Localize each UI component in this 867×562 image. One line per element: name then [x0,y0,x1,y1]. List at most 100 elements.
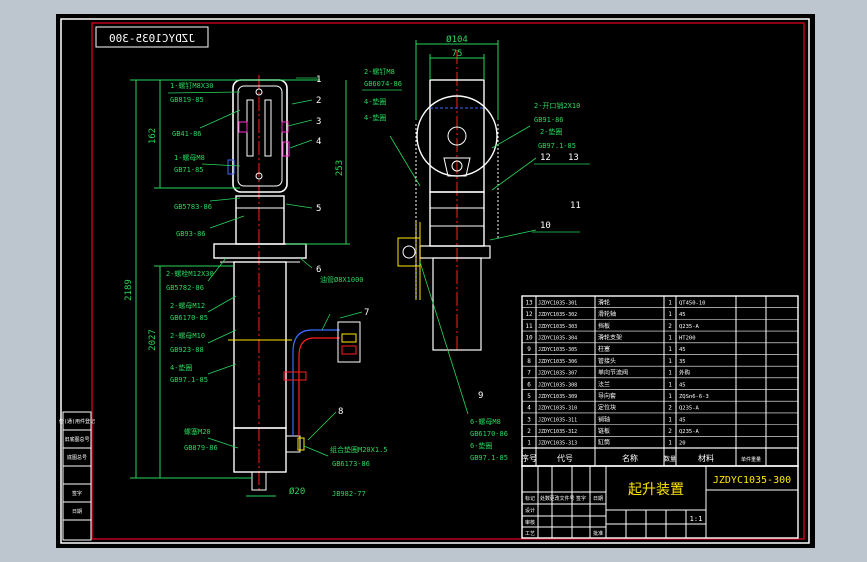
callout-5: 5 [316,204,321,214]
right-view-pulley[interactable]: Ø104 75 2-螺钉M8 GB6074-86 4-垫圈 4-垫圈 2-开口销… [362,34,590,462]
parts-row-material: Q235-A [679,406,700,412]
left-ref-1: GB41-86 [172,130,202,138]
drawing-number: JZDYC1035-300 [713,475,791,486]
callout-8: 8 [338,407,343,417]
footer-cell-8: 批准 [593,530,603,537]
parts-header-name: 名称 [622,453,638,463]
parts-row-material: 45 [679,347,686,353]
footer-cell-1: 处数 [540,495,550,502]
parts-row-code: JZDYC1035-307 [538,371,577,377]
callout-4: 4 [316,137,321,147]
parts-row-qty: 2 [668,428,672,435]
parts-row-index: 5 [527,393,531,400]
parts-row-index: 11 [525,323,533,330]
scale-value: 1:1 [690,515,703,523]
drawing-title: 起升装置 [628,482,684,498]
right-ref-3: GB6170-86 [470,430,508,438]
left-view-cylinder[interactable]: 162 2189 2027 253 Ø20 1-螺钉M8X30 GB819-85… [124,75,388,498]
parts-row-index: 10 [525,334,533,341]
dim-75: 75 [452,49,463,59]
parts-row-index: 3 [527,416,531,423]
left-ref-8: GB97.1-85 [170,376,208,384]
parts-row-material: HT200 [679,335,696,341]
throttle-valve [337,321,361,363]
footer-cell-7: 工艺 [525,531,535,537]
left-ref-11: JB982-77 [332,490,366,498]
dim-2189: 2189 [124,279,134,301]
parts-row-qty: 1 [668,334,672,341]
parts-row-material: 45 [679,312,686,318]
parts-row-index: 7 [527,370,531,377]
callout-9: 9 [478,391,483,401]
parts-header-index: 序号 [521,453,537,463]
mirrored-number-box: JZDYC1035-300 [95,26,209,48]
parts-header-code: 代号 [557,453,573,463]
parts-row-code: JZDYC1035-309 [538,394,577,400]
parts-row-material: Q235-A [679,429,700,435]
title-block[interactable]: 标记 处数 更改文件号 签字 日期 设计 审核 工艺 批准 起升装置 JZDYC… [521,465,799,539]
parts-row-index: 4 [527,405,531,412]
right-ref-4: GB97.1-85 [470,454,508,462]
right-note-0: 2-螺钉M8 [364,67,395,76]
parts-row-name: 链板 [598,427,610,435]
right-ref-2: GB97.1-85 [538,142,576,150]
left-note-1: 1-螺母M8 [174,153,205,162]
left-note-6: 4-垫圈 [170,363,192,372]
parts-header-weight: 单件重量 [741,456,761,463]
callout-13: 13 [568,153,579,163]
parts-row-qty: 1 [668,440,672,447]
drawing-background [56,14,815,548]
parts-row-material: 45 [679,417,686,423]
callout-11: 11 [570,201,581,211]
callout-3: 3 [316,117,321,127]
footer-cell-3: 签字 [576,495,586,502]
callout-12: 12 [540,153,551,163]
left-ref-6: GB6170-85 [170,314,208,322]
left-ref-0: GB819-85 [170,96,204,104]
parts-row-qty: 2 [668,405,672,412]
footer-cell-6: 审核 [525,519,535,526]
left-ref-5: GB5782-86 [166,284,204,292]
parts-row-name: 缸筒 [598,439,610,447]
left-note-9: 组合垫圈M20X1.5 [330,445,388,454]
parts-row-material: ZQSn6-6-3 [679,394,709,400]
left-note-4: 2-螺母M12 [170,301,205,310]
parts-row-code: JZDYC1035-302 [538,312,577,318]
parts-row-code: JZDYC1035-304 [538,335,577,341]
parts-row-qty: 1 [668,346,672,353]
parts-row-qty: 1 [668,416,672,423]
dim-162: 162 [148,128,158,144]
left-note-0: 1-螺钉M8X30 [170,81,214,90]
left-ref-9: GB879-86 [184,444,218,452]
callout-10: 10 [540,221,551,231]
left-ref-2: GB71-85 [174,166,204,174]
right-note-6: 6-垫圈 [470,441,492,450]
parts-row-qty: 1 [668,381,672,388]
parts-row-name: 销轴 [598,415,610,423]
parts-row-code: JZDYC1035-310 [538,406,577,412]
callout-7: 7 [364,308,369,318]
parts-row-code: JZDYC1035-313 [538,441,577,447]
right-note-3: 2-开口销2X10 [534,101,580,110]
parts-row-qty: 1 [668,370,672,377]
sidebar-cell-2: 底图总号 [67,454,87,461]
parts-row-name: 定位块 [598,404,616,412]
parts-row-qty: 1 [668,299,672,306]
callout-6: 6 [316,265,321,275]
parts-row-index: 13 [525,299,533,306]
sidebar-cell-3: 签字 [72,490,82,497]
parts-row-code: JZDYC1035-311 [538,417,577,423]
right-ref-0: GB6074-86 [364,80,402,88]
parts-row-material: 外购 [679,369,691,377]
parts-row-qty: 1 [668,311,672,318]
parts-row-name: 导向套 [598,392,616,400]
right-note-1: 4-垫圈 [364,97,386,106]
parts-header-material: 材料 [698,453,714,463]
parts-row-index: 12 [525,311,533,318]
parts-row-name: 滑轮 [598,298,610,306]
footer-cell-0: 标记 [525,495,535,502]
parts-row-material: Q235-A [679,324,700,330]
parts-row-qty: 2 [668,323,672,330]
left-ref-3: GB5783-86 [174,203,212,211]
